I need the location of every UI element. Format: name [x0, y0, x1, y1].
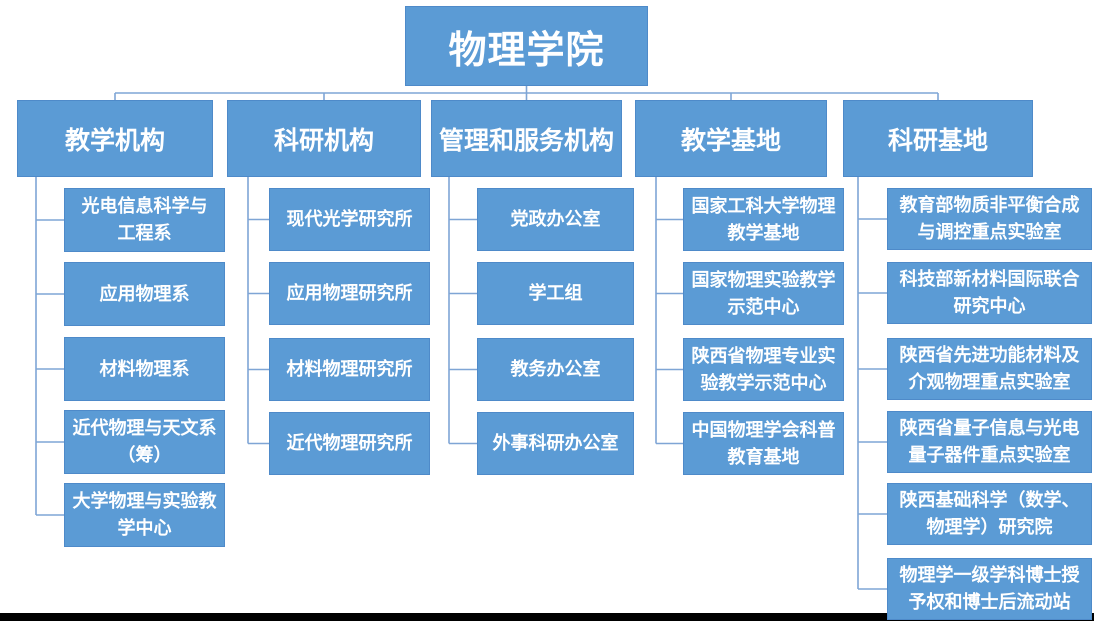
org-node-teaching-departments-2: 应用物理系	[64, 262, 225, 326]
branch-header-research-bases: 科研基地	[843, 100, 1033, 177]
bottom-border-bar	[0, 613, 1094, 621]
org-node-research-institutes-1: 现代光学研究所	[269, 188, 430, 251]
org-node-admin-service-offices-4: 外事科研办公室	[477, 412, 634, 475]
org-node-teaching-departments-4: 近代物理与天文系 （筹）	[64, 410, 225, 474]
branch-header-admin-service-offices: 管理和服务机构	[431, 100, 622, 177]
branch-header-teaching-bases: 教学基地	[635, 100, 827, 177]
org-node-research-bases-6: 物理学一级学科博士授 予权和博士后流动站	[887, 558, 1092, 620]
org-node-research-bases-3: 陕西省先进功能材料及 介观物理重点实验室	[887, 338, 1092, 400]
org-node-teaching-departments-1: 光电信息科学与 工程系	[64, 188, 225, 252]
org-node-admin-service-offices-2: 学工组	[477, 262, 634, 325]
org-node-teaching-bases-1: 国家工科大学物理 教学基地	[683, 188, 844, 251]
org-node-research-institutes-2: 应用物理研究所	[269, 262, 430, 325]
org-node-teaching-departments-3: 材料物理系	[64, 337, 225, 401]
org-node-research-bases-2: 科技部新材料国际联合 研究中心	[887, 262, 1092, 324]
org-node-teaching-bases-2: 国家物理实验教学 示范中心	[683, 262, 844, 325]
branch-header-research-institutes: 科研机构	[227, 100, 421, 177]
org-node-research-bases-5: 陕西基础科学（数学、 物理学）研究院	[887, 483, 1092, 545]
org-node-research-institutes-4: 近代物理研究所	[269, 412, 430, 475]
org-node-research-bases-4: 陕西省量子信息与光电 量子器件重点实验室	[887, 411, 1092, 473]
org-node-teaching-bases-4: 中国物理学会科普 教育基地	[683, 412, 844, 475]
org-node-admin-service-offices-3: 教务办公室	[477, 338, 634, 401]
org-node-research-institutes-3: 材料物理研究所	[269, 338, 430, 401]
org-node-research-bases-1: 教育部物质非平衡合成 与调控重点实验室	[887, 188, 1092, 250]
org-node-teaching-departments-5: 大学物理与实验教 学中心	[64, 483, 225, 547]
org-node-teaching-bases-3: 陕西省物理专业实 验教学示范中心	[683, 338, 844, 401]
branch-header-teaching-departments: 教学机构	[17, 100, 213, 177]
root-node-physics-school: 物理学院	[405, 6, 648, 86]
org-node-admin-service-offices-1: 党政办公室	[477, 188, 634, 251]
